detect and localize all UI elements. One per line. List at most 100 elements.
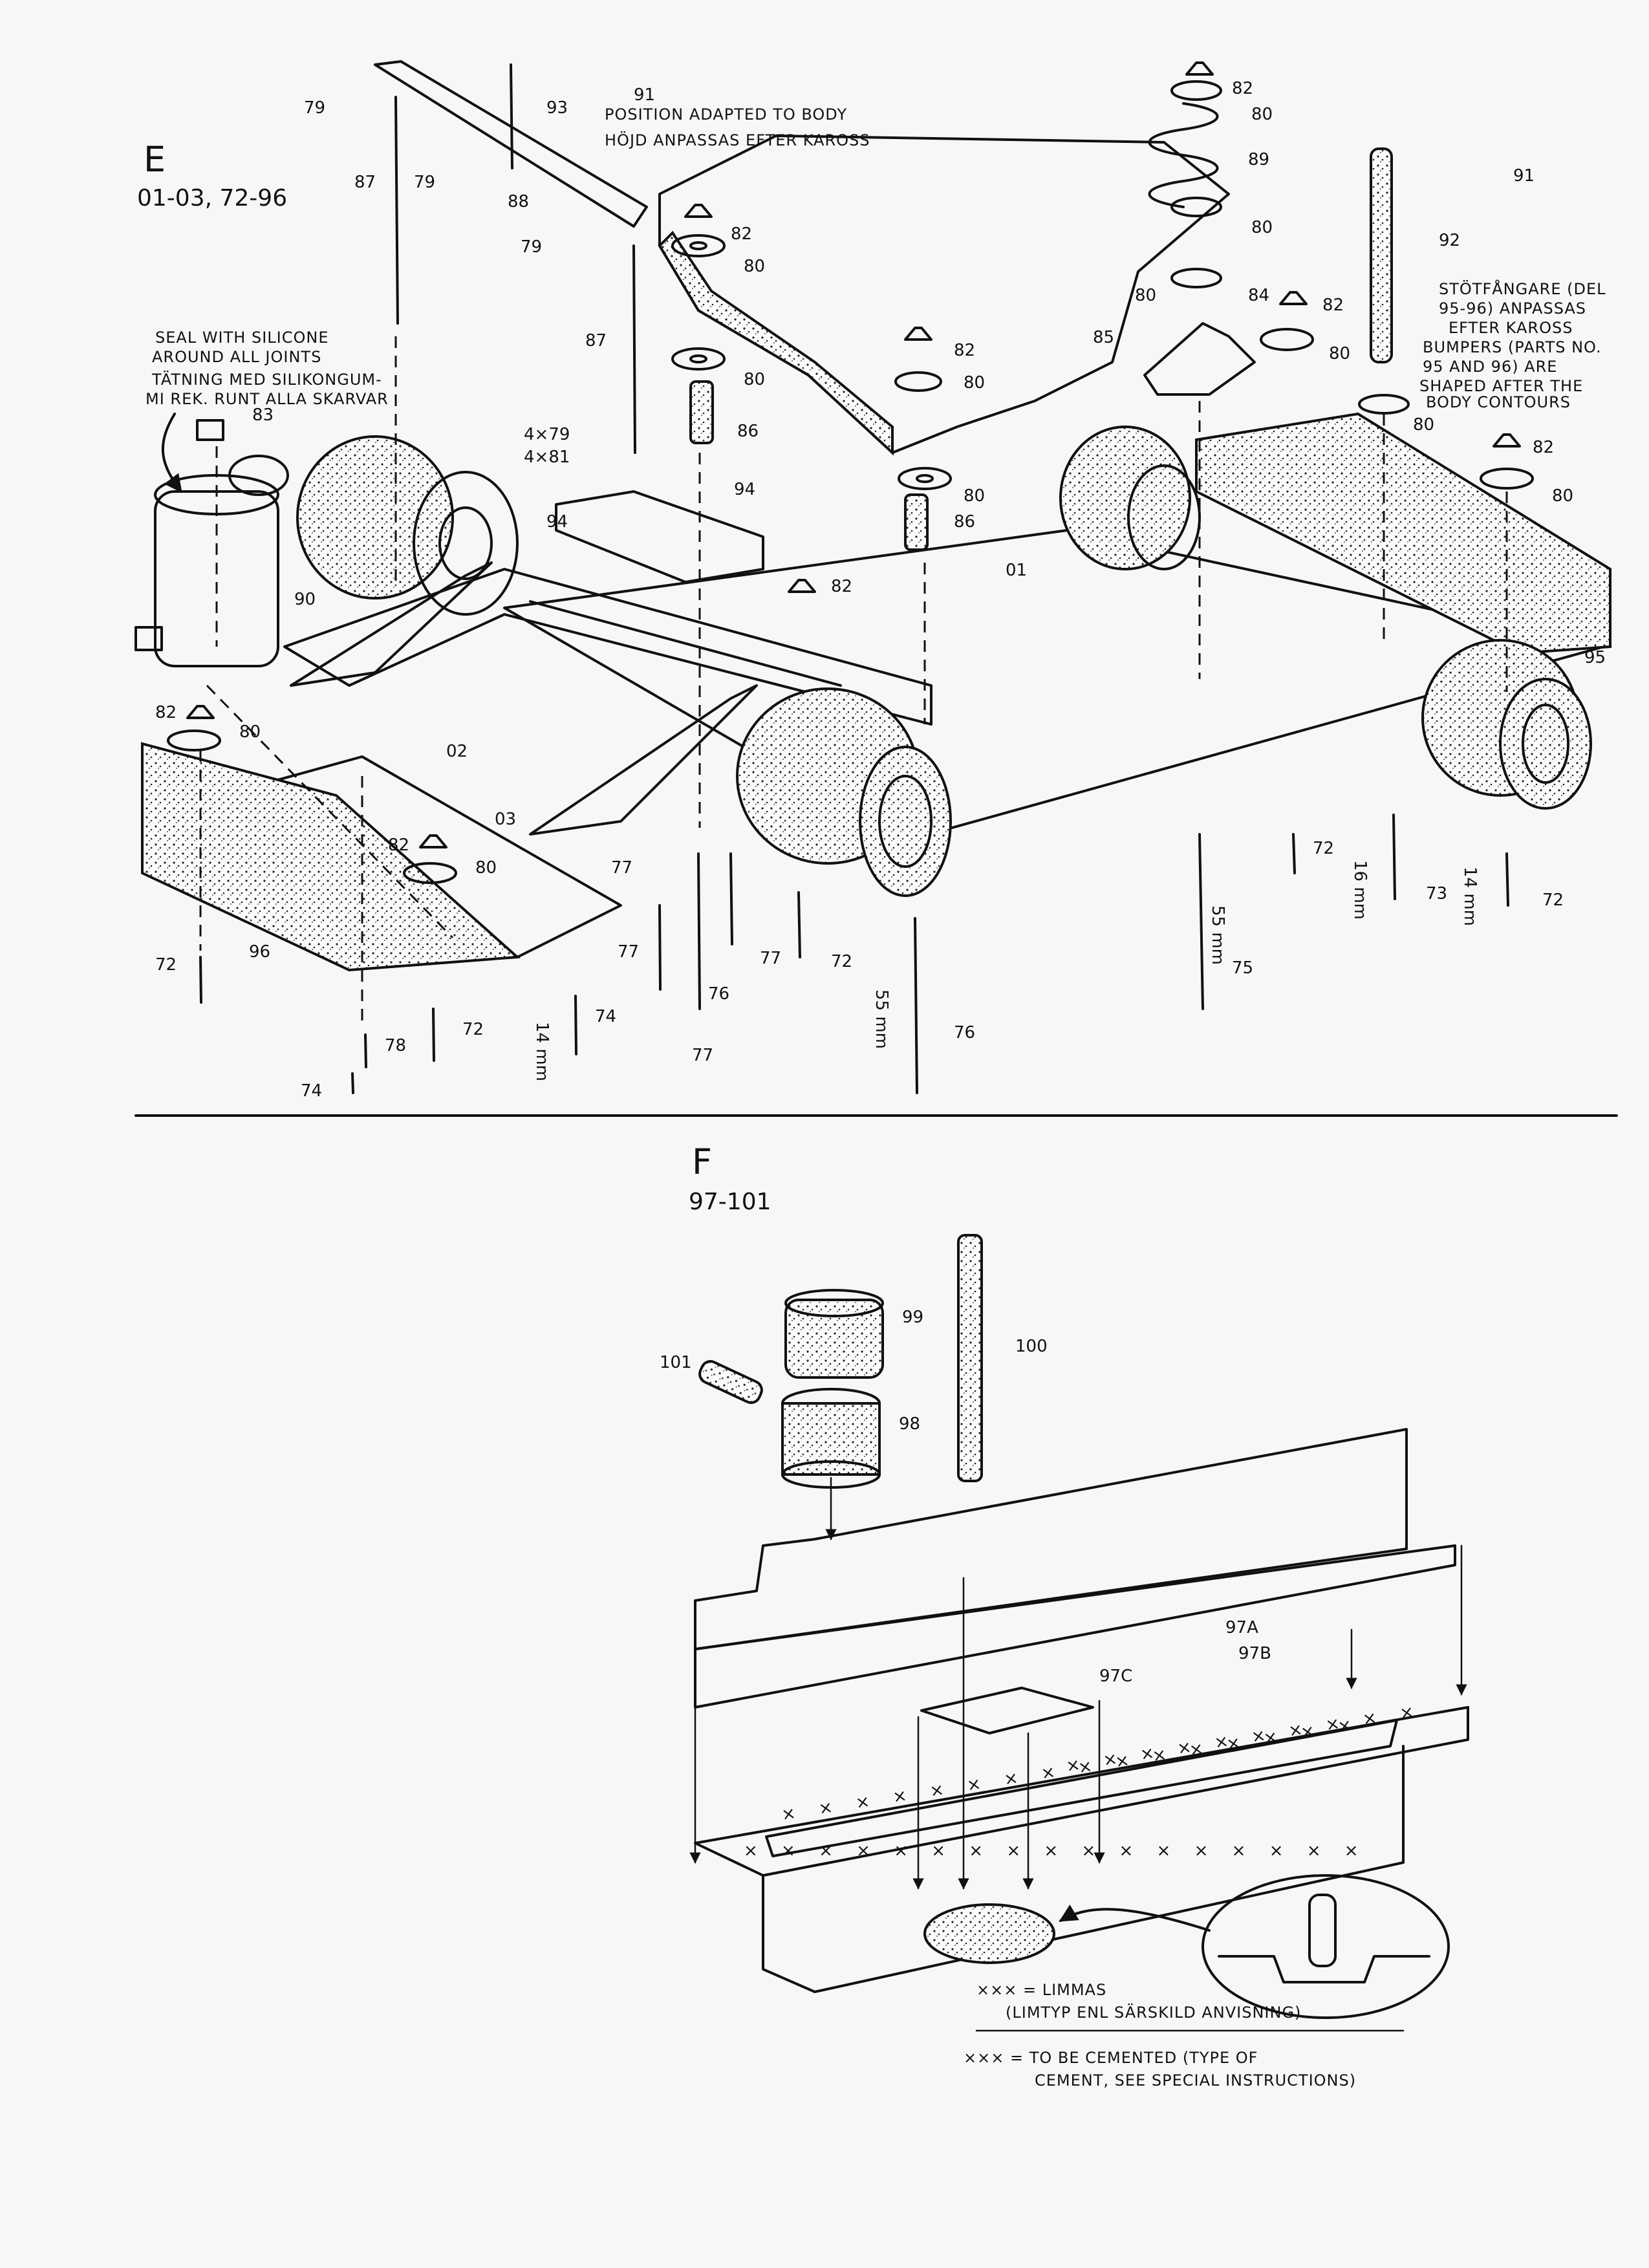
vent-tube-101 bbox=[698, 1360, 763, 1404]
label-80: 80 bbox=[1251, 105, 1273, 124]
label-80: 80 bbox=[964, 486, 985, 506]
spring-89 bbox=[1148, 102, 1219, 208]
label-97c: 97C bbox=[1099, 1667, 1132, 1686]
label-75: 75 bbox=[1232, 958, 1253, 978]
tank-flange-97b bbox=[694, 1706, 1469, 1877]
note-bumper-en-4: BODY CONTOURS bbox=[1426, 393, 1571, 411]
label-80: 80 bbox=[1552, 486, 1573, 506]
label-97a: 97A bbox=[1225, 1618, 1258, 1637]
fuel-cap-99 bbox=[784, 1289, 884, 1379]
label-80: 80 bbox=[744, 370, 765, 389]
label-82: 82 bbox=[731, 224, 752, 244]
label-72: 72 bbox=[1313, 839, 1334, 858]
label-94: 94 bbox=[734, 480, 755, 499]
body-sponge-edge bbox=[658, 230, 894, 456]
wedge-gusset-right bbox=[529, 684, 758, 836]
tank-flange-97b-inner bbox=[765, 1719, 1398, 1857]
assembly-arrows bbox=[689, 1476, 1467, 1890]
label-86: 86 bbox=[954, 512, 975, 532]
wheel-front-left bbox=[296, 435, 519, 616]
label-78: 78 bbox=[385, 1036, 406, 1055]
tank-top-97a-flange bbox=[694, 1544, 1456, 1709]
label-72: 72 bbox=[462, 1020, 484, 1039]
section-e-letter: E bbox=[144, 139, 166, 180]
label-80: 80 bbox=[1329, 344, 1350, 363]
front-axle bbox=[529, 600, 842, 687]
label-4x79: 4×79 bbox=[524, 425, 570, 444]
cement-marks: × × × × × × × × × × × × × × × × × × × × … bbox=[744, 1701, 1424, 1861]
label-82: 82 bbox=[1322, 296, 1344, 315]
rod-92 bbox=[1370, 147, 1393, 363]
assembly-guide-lines bbox=[199, 336, 1508, 1022]
svg-text:× × × × × × × × × ×: × × × × × × × × × × bbox=[1064, 1701, 1424, 1777]
label-91: 91 bbox=[634, 85, 655, 105]
label-95: 95 bbox=[1584, 648, 1606, 667]
svg-text:× × × × × × × × × × × × × × ×: × × × × × × × × × × × × × × × × × bbox=[744, 1841, 1368, 1861]
spacer-tube-86-lower bbox=[904, 493, 929, 551]
label-82: 82 bbox=[155, 703, 177, 722]
dim-14mm: 14 mm bbox=[532, 1022, 552, 1081]
screws bbox=[199, 814, 1509, 1094]
wedge-gusset-left bbox=[290, 561, 493, 687]
mount-bar-94 bbox=[555, 490, 764, 583]
label-80: 80 bbox=[1251, 218, 1273, 237]
dim-55mm: 55 mm bbox=[1208, 905, 1227, 965]
label-82: 82 bbox=[954, 341, 975, 360]
label-96: 96 bbox=[249, 942, 270, 962]
tank-top-97a bbox=[694, 1428, 1408, 1650]
label-82: 82 bbox=[388, 836, 409, 855]
rod-87-right bbox=[632, 244, 636, 454]
note-bumper-en-1: BUMPERS (PARTS NO. bbox=[1423, 338, 1602, 356]
label-99: 99 bbox=[902, 1308, 923, 1327]
label-79: 79 bbox=[521, 237, 542, 257]
label-74: 74 bbox=[595, 1007, 616, 1026]
note-seal-sv-2: MI REK. RUNT ALLA SKARVAR bbox=[146, 390, 389, 408]
label-92: 92 bbox=[1439, 231, 1460, 250]
wheel-rear-left bbox=[736, 687, 952, 897]
label-91: 91 bbox=[1513, 166, 1535, 186]
mount-bracket-02 bbox=[283, 568, 932, 726]
note-seal-en-2: AROUND ALL JOINTS bbox=[152, 348, 321, 366]
label-79: 79 bbox=[304, 98, 325, 118]
label-74: 74 bbox=[301, 1081, 322, 1101]
label-02: 02 bbox=[446, 742, 468, 761]
note-position-en: POSITION ADAPTED TO BODY bbox=[605, 105, 847, 124]
label-86: 86 bbox=[737, 422, 759, 441]
note-position-sv: HÖJD ANPASSAS EFTER KAROSS bbox=[605, 131, 870, 149]
body-arm-88 bbox=[374, 60, 648, 228]
filler-ring-98 bbox=[781, 1388, 881, 1489]
rod-93 bbox=[510, 63, 513, 169]
note-bumper-en-2: 95 AND 96) ARE bbox=[1423, 358, 1557, 376]
sump-detail-profile bbox=[1218, 1955, 1430, 1983]
note-bumper-en-3: SHAPED AFTER THE bbox=[1419, 377, 1583, 395]
label-80: 80 bbox=[239, 722, 261, 742]
label-72: 72 bbox=[831, 952, 852, 971]
section-f-letter: F bbox=[692, 1141, 712, 1182]
label-01: 01 bbox=[1006, 561, 1027, 580]
section-f-parts-range: 97-101 bbox=[689, 1189, 771, 1215]
note-bumper-sv-3: EFTER KAROSS bbox=[1449, 319, 1573, 337]
label-80: 80 bbox=[744, 257, 765, 276]
label-03: 03 bbox=[495, 810, 516, 829]
label-100: 100 bbox=[1015, 1337, 1048, 1356]
sump-cup bbox=[923, 1903, 1055, 1964]
label-73: 73 bbox=[1426, 884, 1447, 903]
dim-55mm: 55 mm bbox=[872, 989, 891, 1049]
sump-detail-pipe bbox=[1308, 1894, 1337, 1967]
dim-14mm: 14 mm bbox=[1460, 867, 1480, 926]
seal-arrow bbox=[161, 413, 182, 493]
label-83: 83 bbox=[252, 405, 274, 425]
note-bumper-sv-2: 95-96) ANPASSAS bbox=[1439, 299, 1586, 318]
note-limmas-1: ××× = LIMMAS bbox=[976, 1981, 1106, 1999]
label-77: 77 bbox=[618, 942, 639, 962]
label-98: 98 bbox=[899, 1414, 920, 1434]
label-80: 80 bbox=[964, 373, 985, 393]
section-e-part-labels: 79 79 79 87 87 88 93 91 91 92 82 82 82 8… bbox=[155, 79, 1606, 1101]
section-e-dimensions: 16 mm 14 mm 14 mm 55 mm 55 mm bbox=[532, 860, 1480, 1081]
tank-base-pan bbox=[762, 1745, 1405, 1993]
label-4x81: 4×81 bbox=[524, 448, 570, 467]
spacer-tube-86-upper bbox=[689, 380, 714, 444]
label-77: 77 bbox=[611, 858, 632, 878]
